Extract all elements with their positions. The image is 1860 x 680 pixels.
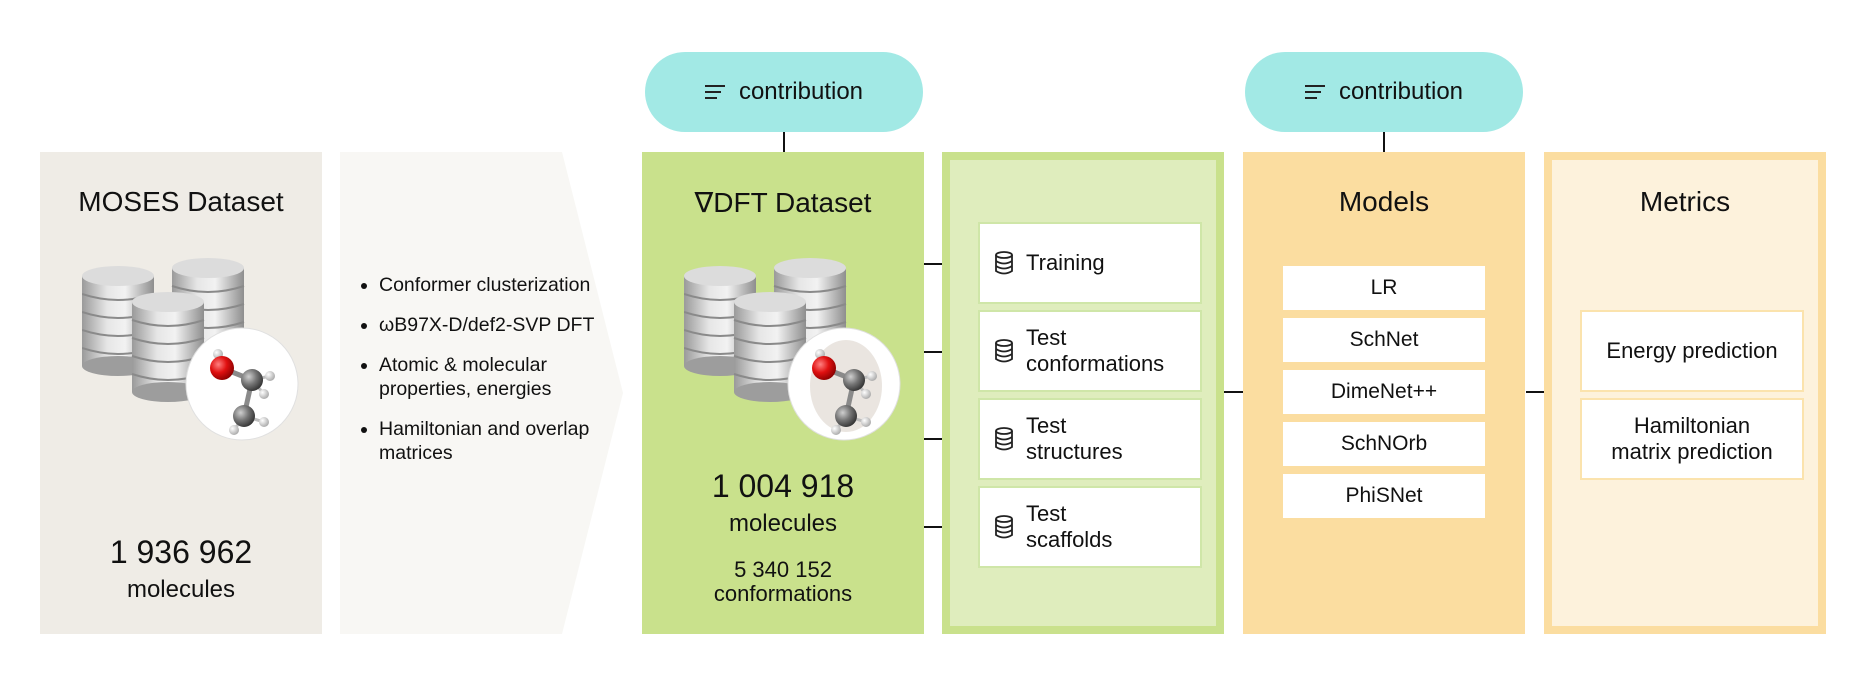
split-test-structures: Test structures bbox=[978, 398, 1202, 480]
dataset-splits-panel: Training Test conformations Test structu… bbox=[942, 152, 1224, 634]
dft-conformation-count: 5 340 152 bbox=[734, 557, 832, 582]
metric-energy-prediction: Energy prediction bbox=[1580, 310, 1804, 392]
split-label-line2: scaffolds bbox=[1026, 527, 1113, 552]
dft-title: ∇DFT Dataset bbox=[642, 186, 924, 219]
split-label-line2: structures bbox=[1026, 439, 1123, 464]
contribution-badge-dft: contribution bbox=[645, 52, 923, 132]
processing-chevron bbox=[340, 152, 623, 634]
nabla-symbol: ∇ bbox=[694, 187, 714, 218]
split-test-conformations: Test conformations bbox=[978, 310, 1202, 392]
model-item: SchNet bbox=[1283, 318, 1485, 362]
split-label-line2: conformations bbox=[1026, 351, 1165, 376]
split-label: Test bbox=[1026, 413, 1067, 438]
split-training: Training bbox=[978, 222, 1202, 304]
contribution-badge-models: contribution bbox=[1245, 52, 1523, 132]
dft-dataset-panel: ∇DFT Dataset 1 004 918 molecules 5 340 1… bbox=[642, 152, 924, 634]
database-icon bbox=[995, 251, 1013, 275]
model-item: SchNOrb bbox=[1283, 422, 1485, 466]
database-icon bbox=[995, 427, 1013, 451]
split-label: Training bbox=[1026, 250, 1105, 275]
model-item: DimeNet++ bbox=[1283, 370, 1485, 414]
metric-label: Energy prediction bbox=[1606, 338, 1778, 363]
split-label: Test bbox=[1026, 501, 1067, 526]
database-stack-icon bbox=[684, 258, 901, 441]
database-stack-icon bbox=[82, 258, 299, 441]
split-test-scaffolds: Test scaffolds bbox=[978, 486, 1202, 568]
split-label: Test bbox=[1026, 325, 1067, 350]
moses-molecule-count: 1 936 962 bbox=[109, 534, 253, 570]
moses-title: MOSES Dataset bbox=[78, 186, 284, 217]
metric-label-line2: matrix prediction bbox=[1611, 439, 1773, 464]
metric-label: Hamiltonian bbox=[1633, 413, 1751, 438]
database-icon bbox=[995, 515, 1013, 539]
processing-steps-list: Conformer clusterization ωB97X-D/def2-SV… bbox=[357, 273, 599, 481]
dft-title-text: DFT Dataset bbox=[713, 187, 872, 218]
metrics-panel: Metrics Energy prediction Hamiltonian ma… bbox=[1544, 152, 1826, 634]
moses-molecule-unit: molecules bbox=[126, 576, 236, 603]
models-panel: Models LR SchNet DimeNet++ SchNOrb PhiSN… bbox=[1243, 152, 1525, 634]
dft-molecule-count: 1 004 918 bbox=[711, 468, 855, 504]
dft-molecule-unit: molecules bbox=[728, 510, 838, 537]
moses-dataset-panel: MOSES Dataset 1 936 962 molecules bbox=[40, 152, 322, 634]
lines-icon bbox=[1304, 85, 1326, 99]
model-item: PhiSNet bbox=[1283, 474, 1485, 518]
contribution-label: contribution bbox=[738, 78, 864, 105]
metrics-title: Metrics bbox=[1639, 186, 1731, 217]
contribution-label: contribution bbox=[1338, 78, 1464, 105]
database-icon bbox=[995, 339, 1013, 363]
processing-step: ωB97X-D/def2-SVP DFT bbox=[379, 313, 599, 337]
lines-icon bbox=[704, 85, 726, 99]
processing-step: Atomic & molecular properties, energies bbox=[379, 353, 599, 401]
processing-step: Conformer clusterization bbox=[379, 273, 599, 297]
dft-conformation-unit: conformations bbox=[713, 581, 853, 606]
models-title: Models bbox=[1338, 186, 1430, 217]
metric-hamiltonian-prediction: Hamiltonian matrix prediction bbox=[1580, 398, 1804, 480]
model-item: LR bbox=[1283, 266, 1485, 310]
processing-step: Hamiltonian and overlap matrices bbox=[379, 417, 599, 465]
